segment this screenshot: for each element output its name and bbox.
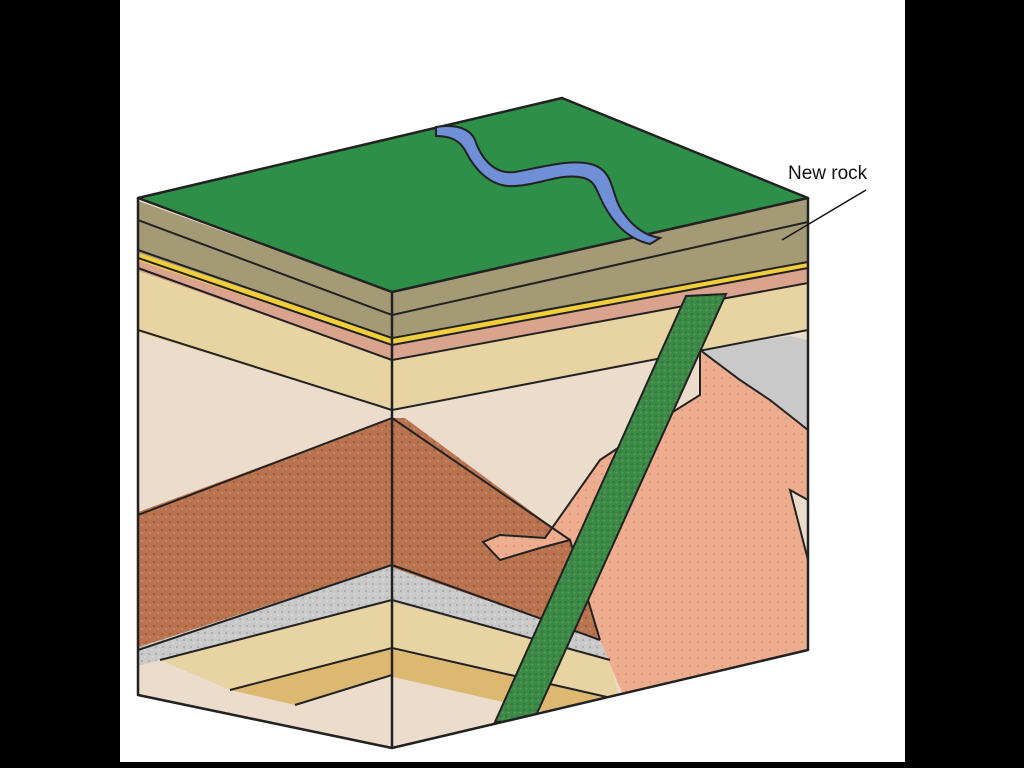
side-pink-intrusion-texture [483,350,808,700]
side-new-rock-layer [392,198,808,338]
front-sand-layer [138,268,392,410]
side-lower-layer-1 [392,600,620,700]
front-lower-layer-2 [230,648,392,705]
front-brown-rock-texture [138,418,392,650]
front-lower-layer-3 [295,675,392,748]
side-green-dike-texture [495,294,726,722]
top-river [435,125,663,246]
front-face [138,198,392,748]
front-pale-layer [138,330,392,515]
new-rock-label: New rock [788,163,868,184]
new-rock-leader-line [781,189,867,241]
front-yellow-band [138,250,392,345]
side-yellow-band [392,262,808,345]
front-pink-band [138,258,392,360]
side-pink-band [392,268,808,360]
side-grey-upper-patch [700,336,808,430]
front-grey-rock-texture [138,565,392,668]
side-face [392,198,808,748]
front-lower-layer-1 [160,600,392,690]
